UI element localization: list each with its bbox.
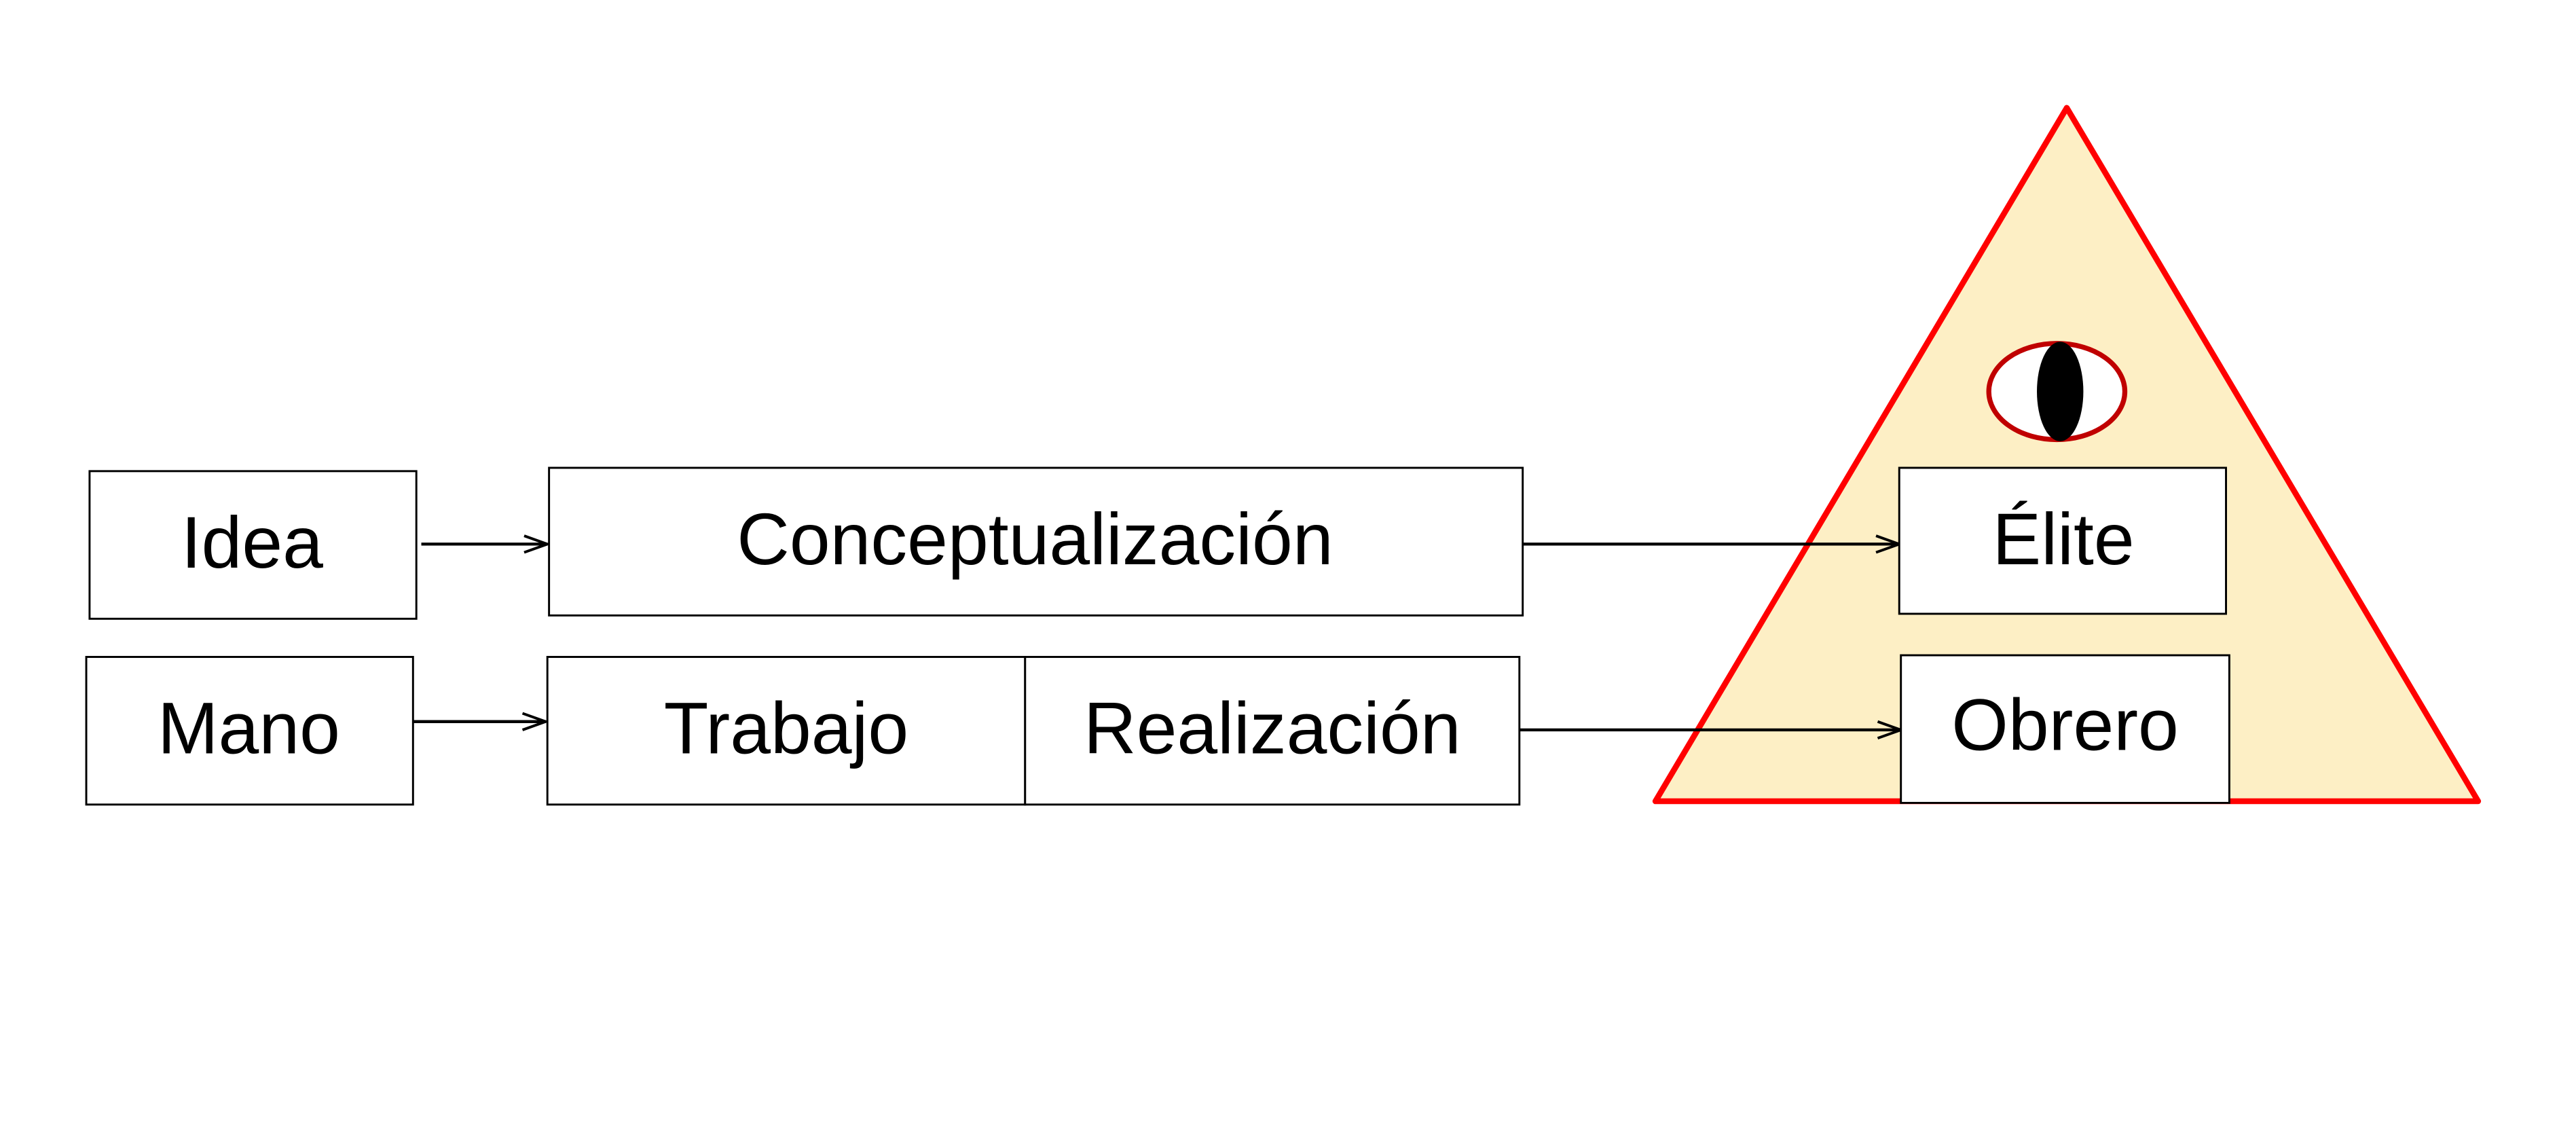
elite-box: Élite <box>1898 466 2227 615</box>
mano-box: Mano <box>85 656 414 806</box>
realizacion-box: Realización <box>1024 656 1521 806</box>
mano-label: Mano <box>158 688 340 769</box>
trabajo-label: Trabajo <box>664 688 908 769</box>
realizacion-label: Realización <box>1084 688 1461 769</box>
idea-label: Idea <box>181 502 323 583</box>
eye-icon <box>1986 341 2128 443</box>
elite-label: Élite <box>1993 498 2135 580</box>
obrero-label: Obrero <box>1951 684 2179 766</box>
trabajo-box: Trabajo <box>546 656 1027 806</box>
obrero-box: Obrero <box>1900 654 2230 804</box>
conceptualizacion-label: Conceptualización <box>737 498 1333 580</box>
conceptualizacion-box: Conceptualización <box>548 466 1524 617</box>
idea-box: Idea <box>88 470 418 620</box>
